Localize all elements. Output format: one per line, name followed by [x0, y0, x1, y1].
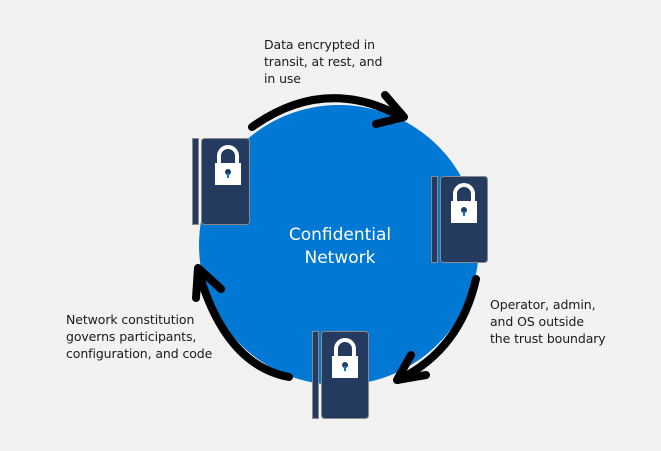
center-label: Confidential Network — [269, 224, 411, 270]
caption-line: governs participants, — [66, 329, 197, 344]
caption-line: Operator, admin, — [490, 297, 596, 312]
caption-line: Network constitution — [66, 312, 195, 327]
caption-line: configuration, and code — [66, 346, 213, 361]
caption-encryption: Data encrypted in transit, at rest, and … — [264, 36, 382, 87]
center-label-line-1: Confidential — [288, 225, 392, 245]
caption-line: transit, at rest, and — [264, 54, 383, 69]
caption-line: and OS outside — [490, 314, 584, 329]
arrow-right — [393, 275, 480, 384]
node-right — [431, 176, 488, 263]
node-bottom — [312, 331, 369, 419]
caption-constitution: Network constitution governs participant… — [66, 311, 212, 362]
locked-book-icon — [312, 331, 369, 419]
arrow-left — [192, 264, 293, 381]
node-top-left — [192, 138, 250, 225]
caption-line: the trust boundary — [490, 331, 606, 346]
caption-line: Data encrypted in — [264, 37, 375, 52]
caption-line: in use — [264, 71, 301, 86]
arrow-top — [248, 91, 408, 131]
confidential-network-circle — [199, 105, 479, 385]
locked-book-icon — [192, 138, 250, 225]
center-label-line-2: Network — [304, 248, 376, 268]
locked-book-icon — [431, 176, 488, 263]
caption-trust-boundary: Operator, admin, and OS outside the trus… — [490, 296, 606, 347]
